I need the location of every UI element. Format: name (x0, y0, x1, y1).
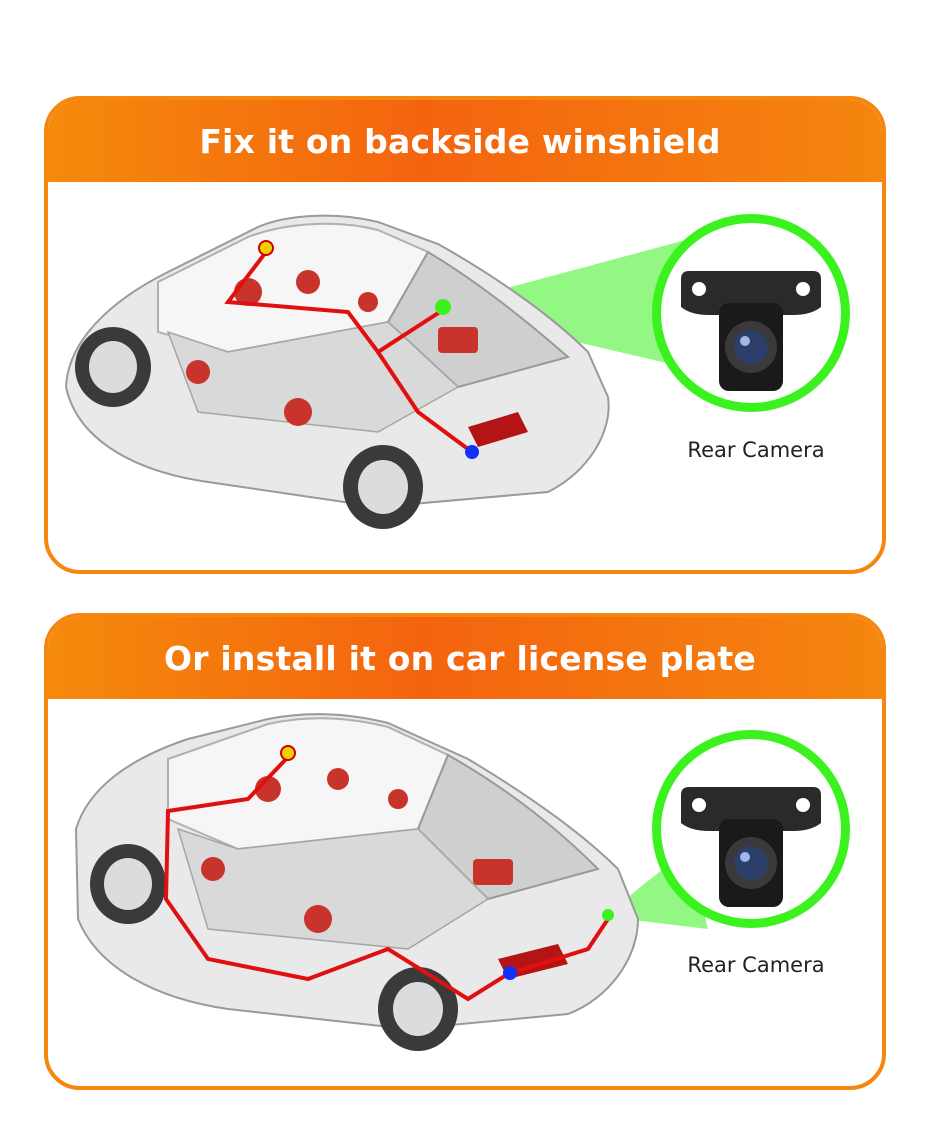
install-panel-windshield: Fix it on backside winshield (44, 96, 886, 574)
car-body (74, 713, 640, 1051)
car-illustration (64, 214, 748, 529)
install-panel-license-plate: Or install it on car license plate (44, 613, 886, 1090)
marker-rear-camera (435, 299, 451, 315)
marker-dashcam (280, 745, 296, 761)
panel-title: Fix it on backside winshield (199, 121, 721, 161)
wire-route (163, 755, 610, 1002)
wire-route (224, 250, 448, 355)
rear-camera-circle (652, 730, 850, 928)
rear-camera-icon (681, 787, 821, 907)
marker-taillight (503, 966, 517, 980)
marker-rear-camera (602, 909, 614, 921)
panel-body: Rear Camera (48, 699, 882, 1086)
rear-camera-icon (681, 271, 821, 391)
rear-camera-circle (652, 214, 850, 412)
marker-dashcam (258, 240, 274, 256)
car-body (64, 214, 610, 529)
panel-body: Rear Camera (48, 182, 882, 570)
panel-header: Or install it on car license plate (48, 617, 882, 699)
marker-taillight (465, 445, 479, 459)
panel-header: Fix it on backside winshield (48, 100, 882, 182)
wire-route (376, 350, 474, 454)
rear-camera-label: Rear Camera (687, 953, 825, 977)
panel-title: Or install it on car license plate (164, 638, 756, 678)
rear-camera-label: Rear Camera (687, 438, 825, 462)
